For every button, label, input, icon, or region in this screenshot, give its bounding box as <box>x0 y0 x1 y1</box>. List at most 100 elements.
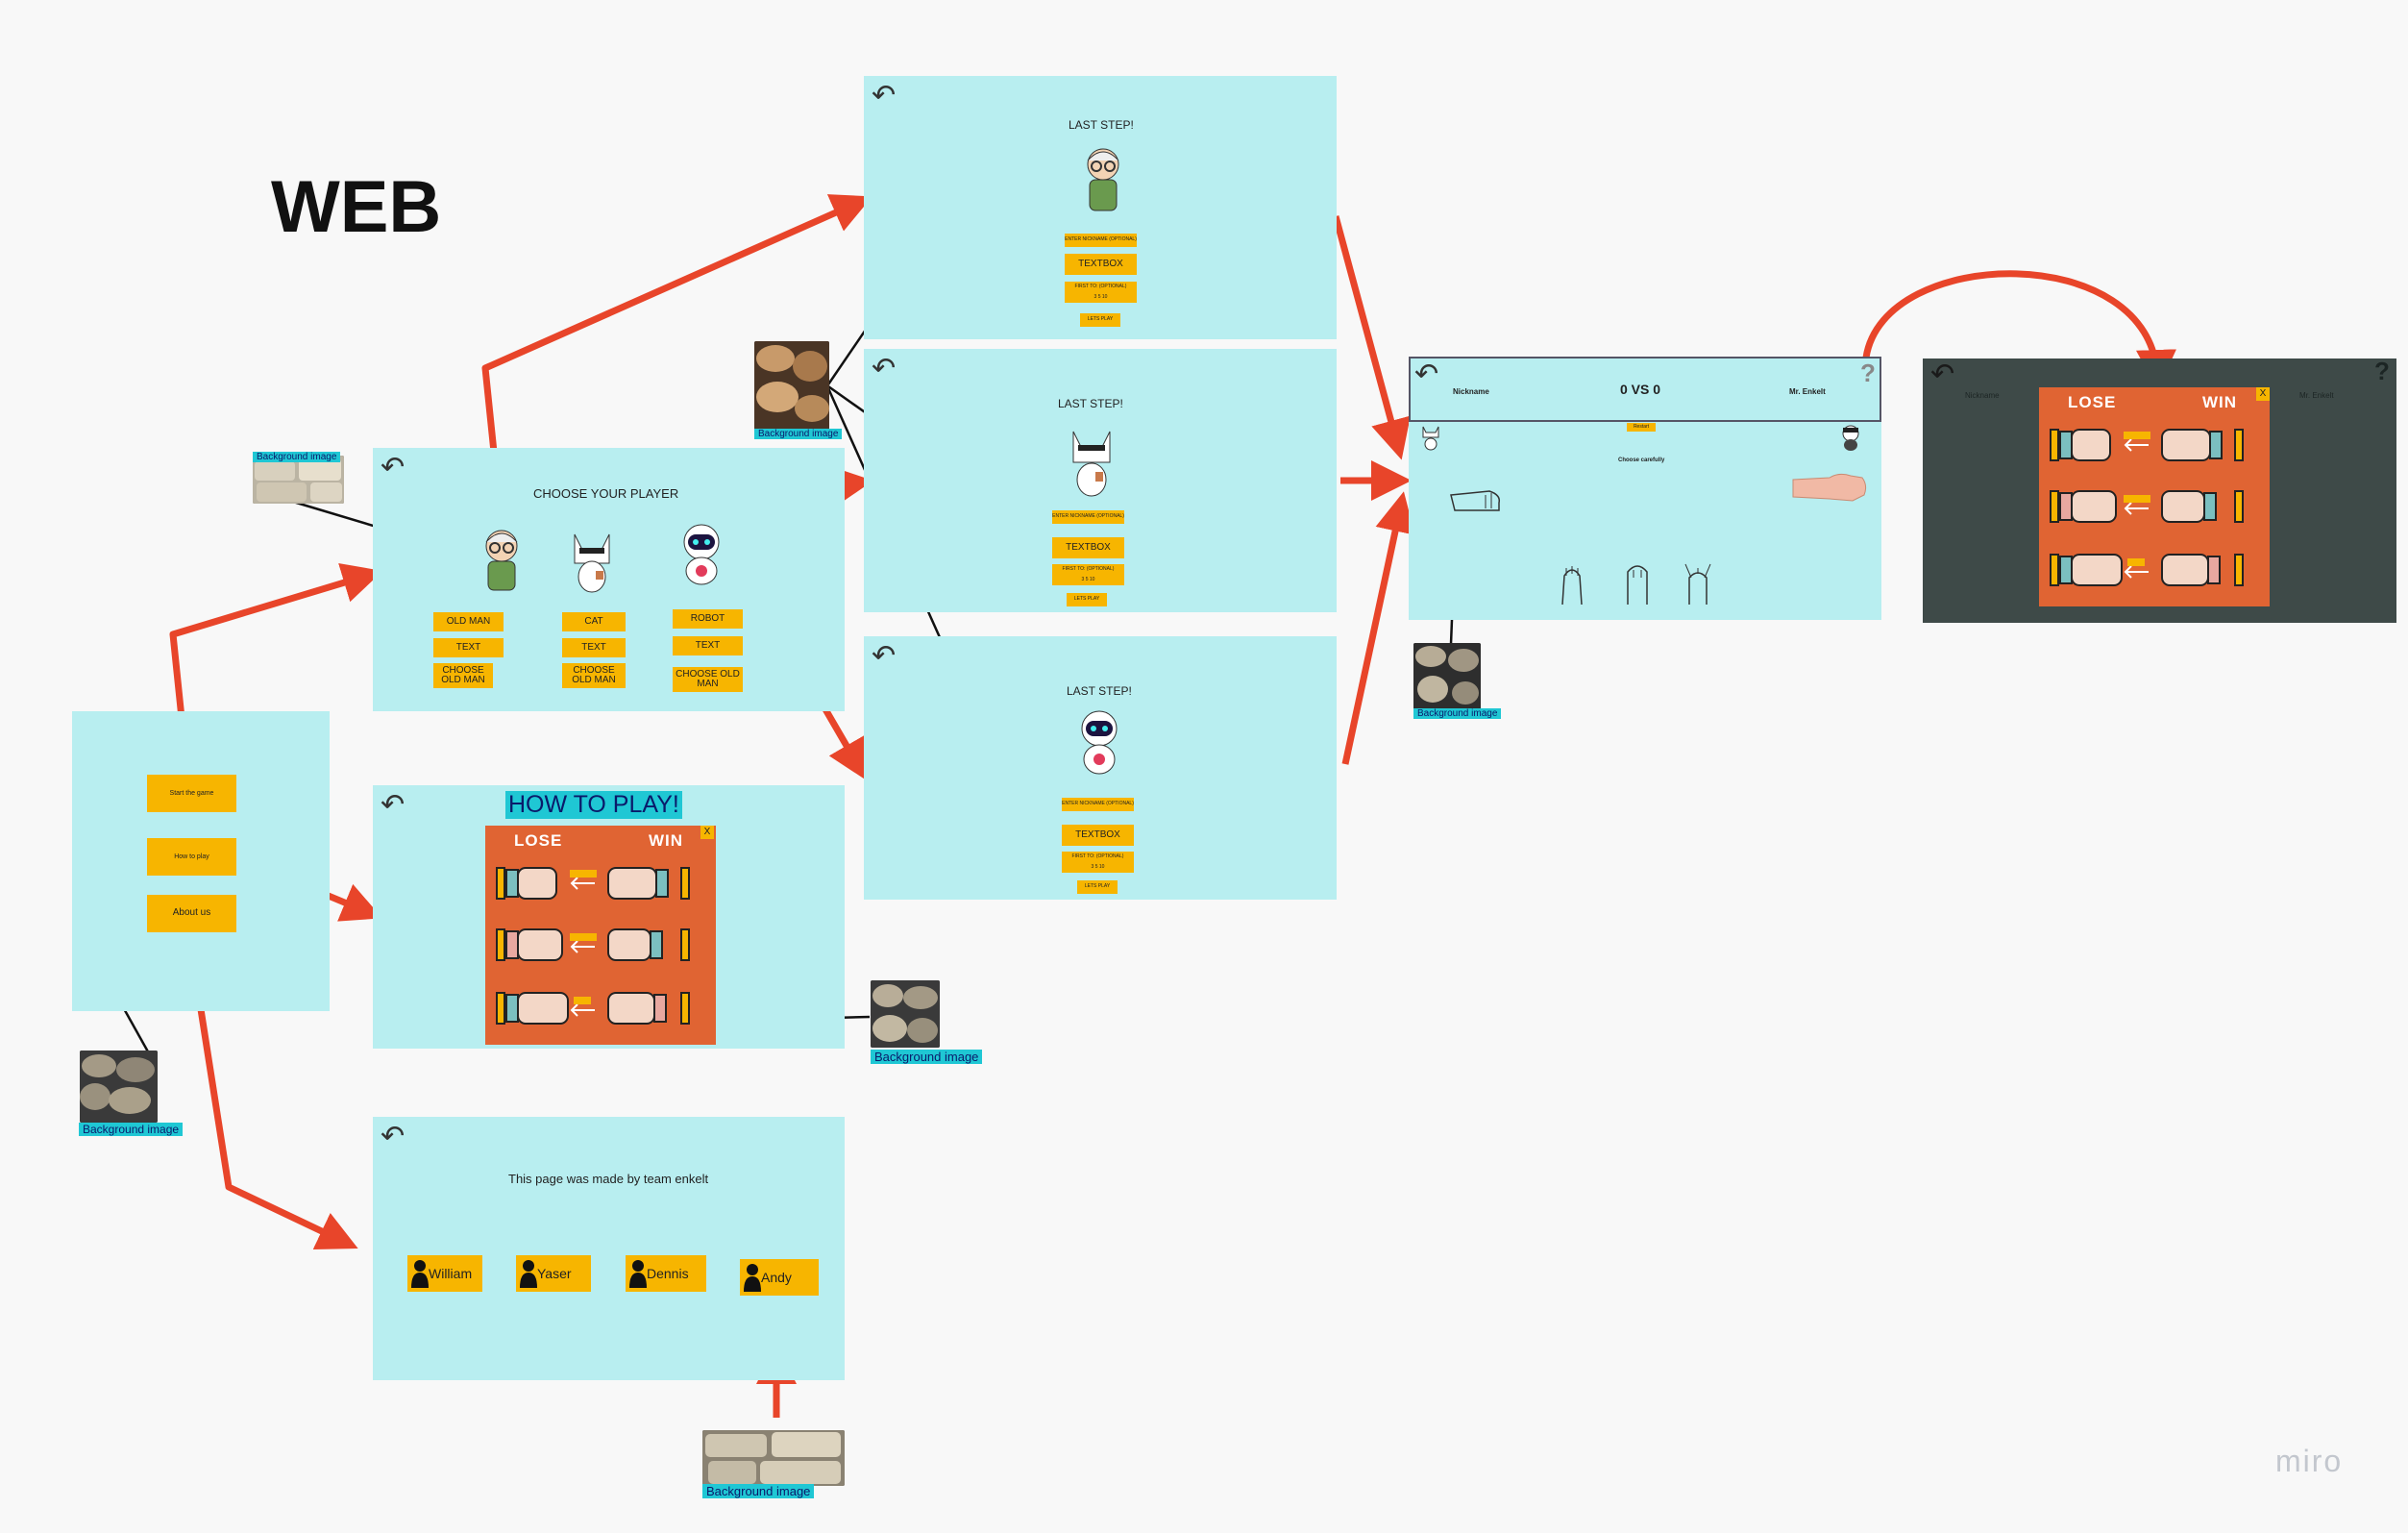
background-image-label: Background image <box>754 429 843 439</box>
lose-heading: LOSE <box>2068 393 2117 411</box>
miro-watermark: miro <box>2275 1444 2344 1478</box>
how-to-play-title: HOW TO PLAY! <box>505 791 682 819</box>
person-silhouette-icon <box>411 1260 429 1288</box>
background-image-thumb <box>871 980 940 1048</box>
win-heading: WIN <box>2202 393 2238 411</box>
choose-character-button[interactable]: CHOOSE OLD MAN <box>433 663 493 688</box>
rules-card: LOSE WIN X <box>2039 387 2270 606</box>
nickname-textbox[interactable]: TEXTBOX <box>1062 825 1134 846</box>
player-nickname: Nickname <box>1965 391 2000 400</box>
lets-play-button[interactable]: LETS PLAY <box>1077 880 1118 894</box>
nickname-label: ENTER NICKNAME (OPTIONAL) <box>1052 510 1124 524</box>
game-header: ↶ Nickname 0 VS 0 Mr. Enkelt ? <box>1409 357 1881 422</box>
about-us-button[interactable]: About us <box>147 895 236 932</box>
undo-arrow-icon[interactable]: ↶ <box>1414 358 1439 391</box>
paper-choice-icon[interactable] <box>1624 560 1651 608</box>
old-man-avatar-icon <box>485 530 518 591</box>
about-us-screen: ↶ This page was made by team enkelt Will… <box>373 1117 845 1380</box>
how-to-play-screen: ↶ HOW TO PLAY! LOSE WIN X <box>373 785 845 1049</box>
background-image-thumb <box>702 1430 845 1486</box>
cat-avatar-icon <box>1422 426 1439 451</box>
character-text: TEXT <box>433 638 504 657</box>
game-screen: ↶ Nickname 0 VS 0 Mr. Enkelt ? Restart C… <box>1409 357 1881 620</box>
close-icon[interactable]: X <box>700 826 714 839</box>
choose-player-title: CHOOSE YOUR PLAYER <box>533 486 679 501</box>
character-text: TEXT <box>562 638 626 657</box>
first-to-options[interactable]: 3 5 10 <box>1062 863 1134 873</box>
undo-arrow-icon[interactable]: ↶ <box>872 79 897 112</box>
last-step-title: LAST STEP! <box>1069 118 1134 132</box>
robot-avatar-icon <box>1081 710 1118 775</box>
undo-arrow-icon[interactable]: ↶ <box>381 788 405 822</box>
background-image-thumb <box>80 1051 158 1123</box>
help-overlay-screen: ↶ Nickname Mr. Enkelt ? LOSE WIN X <box>1923 357 2396 623</box>
undo-arrow-icon[interactable]: ↶ <box>872 352 897 385</box>
character-name: CAT <box>562 612 626 631</box>
scissors-choice-icon[interactable] <box>1683 560 1712 608</box>
opponent-fist-icon <box>1792 473 1867 502</box>
member-name: Yaser <box>537 1266 572 1281</box>
player-hand-icon <box>1450 490 1501 511</box>
background-image-label: Background image <box>1413 708 1502 719</box>
undo-arrow-icon[interactable]: ↶ <box>872 639 897 673</box>
last-step-title: LAST STEP! <box>1058 397 1123 410</box>
rock-choice-icon[interactable] <box>1559 560 1585 608</box>
character-name: OLD MAN <box>433 612 504 631</box>
start-game-button[interactable]: Start the game <box>147 775 236 812</box>
rules-graphic <box>2050 429 2244 586</box>
member-william: William <box>407 1255 482 1292</box>
person-silhouette-icon <box>629 1260 647 1288</box>
lose-heading: LOSE <box>514 831 563 850</box>
nickname-textbox[interactable]: TEXTBOX <box>1065 254 1137 275</box>
member-andy: Andy <box>740 1259 819 1296</box>
cat-avatar-icon <box>574 533 610 593</box>
person-silhouette-icon <box>744 1264 761 1292</box>
member-name: Andy <box>761 1270 792 1285</box>
background-image-thumb <box>1413 643 1481 710</box>
lets-play-button[interactable]: LETS PLAY <box>1080 313 1120 327</box>
background-image-label: Background image <box>253 452 341 462</box>
nickname-label: ENTER NICKNAME (OPTIONAL) <box>1065 234 1137 247</box>
cat-avatar-icon <box>1072 431 1111 497</box>
first-to-options[interactable]: 3 5 10 <box>1065 293 1137 303</box>
win-heading: WIN <box>649 831 684 850</box>
undo-arrow-icon[interactable]: ↶ <box>381 451 405 484</box>
character-text: TEXT <box>673 636 743 655</box>
background-image-thumb <box>253 456 344 504</box>
choose-player-screen: ↶ CHOOSE YOUR PLAYER OLD MAN TEXT CHOOSE… <box>373 448 845 711</box>
score: 0 VS 0 <box>1620 382 1661 397</box>
rules-graphic <box>496 867 690 1025</box>
opponent-avatar-icon <box>1842 425 1859 451</box>
robot-avatar-icon <box>683 524 720 585</box>
choose-carefully-prompt: Choose carefully <box>1618 457 1665 463</box>
background-image-thumb <box>754 341 829 430</box>
first-to-options[interactable]: 3 5 10 <box>1052 576 1124 585</box>
player-nickname: Nickname <box>1453 387 1489 396</box>
member-yaser: Yaser <box>516 1255 591 1292</box>
first-to-label: FIRST TO: (OPTIONAL) <box>1065 282 1137 293</box>
undo-arrow-icon[interactable]: ↶ <box>1930 358 1955 391</box>
choose-character-button[interactable]: CHOOSE OLD MAN <box>673 667 743 692</box>
character-name: ROBOT <box>673 609 743 629</box>
about-us-text: This page was made by team enkelt <box>508 1172 709 1186</box>
help-icon[interactable]: ? <box>1860 359 1876 387</box>
rules-card: LOSE WIN X <box>485 826 716 1045</box>
old-man-avatar-icon <box>1087 148 1119 211</box>
board-title: WEB <box>271 166 442 248</box>
how-to-play-button[interactable]: How to play <box>147 838 236 876</box>
first-to-label: FIRST TO: (OPTIONAL) <box>1052 564 1124 576</box>
nickname-textbox[interactable]: TEXTBOX <box>1052 537 1124 558</box>
lets-play-button[interactable]: LETS PLAY <box>1067 593 1107 606</box>
restart-button[interactable]: Restart <box>1627 423 1656 432</box>
first-to-label: FIRST TO: (OPTIONAL) <box>1062 852 1134 863</box>
opponent-name: Mr. Enkelt <box>2299 391 2334 400</box>
opponent-name: Mr. Enkelt <box>1789 387 1826 396</box>
member-name: Dennis <box>647 1266 689 1281</box>
close-icon[interactable]: X <box>2256 387 2270 401</box>
undo-arrow-icon[interactable]: ↶ <box>381 1120 405 1153</box>
choose-character-button[interactable]: CHOOSE OLD MAN <box>562 663 626 688</box>
help-icon[interactable]: ? <box>2374 357 2390 385</box>
last-step-robot-screen: ↶ LAST STEP! ENTER NICKNAME (OPTIONAL) T… <box>864 636 1337 900</box>
person-silhouette-icon <box>520 1260 537 1288</box>
background-image-label: Background image <box>871 1050 983 1064</box>
